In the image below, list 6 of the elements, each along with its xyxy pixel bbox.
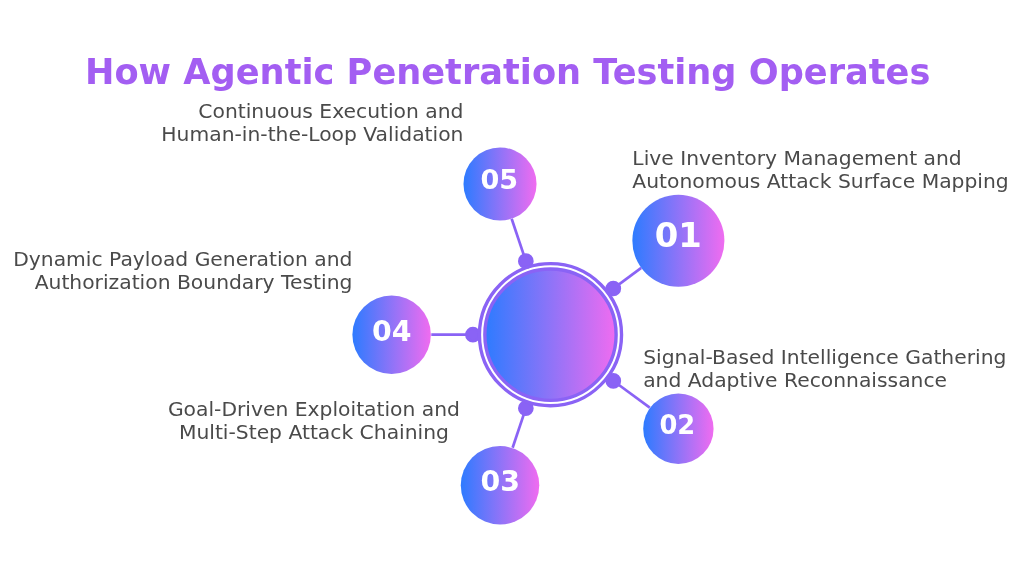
node-label: Live Inventory Management and Autonomous Attack Surface Mapping [632, 145, 1009, 193]
node-label: Continuous Execution and Human-in-the-Loop Validation [161, 98, 464, 146]
node-label: Signal-Based Intelligence Gathering and Adaptive Reconnaissance [643, 344, 1007, 392]
diagram-title: How Agentic Penetration Testing Operates [85, 50, 931, 92]
node-label: Dynamic Payload Generation and Authorization Boundary Testing [13, 246, 353, 294]
node-label: Goal-Driven Exploitation and Multi-Step Attack Chaining [167, 397, 460, 445]
